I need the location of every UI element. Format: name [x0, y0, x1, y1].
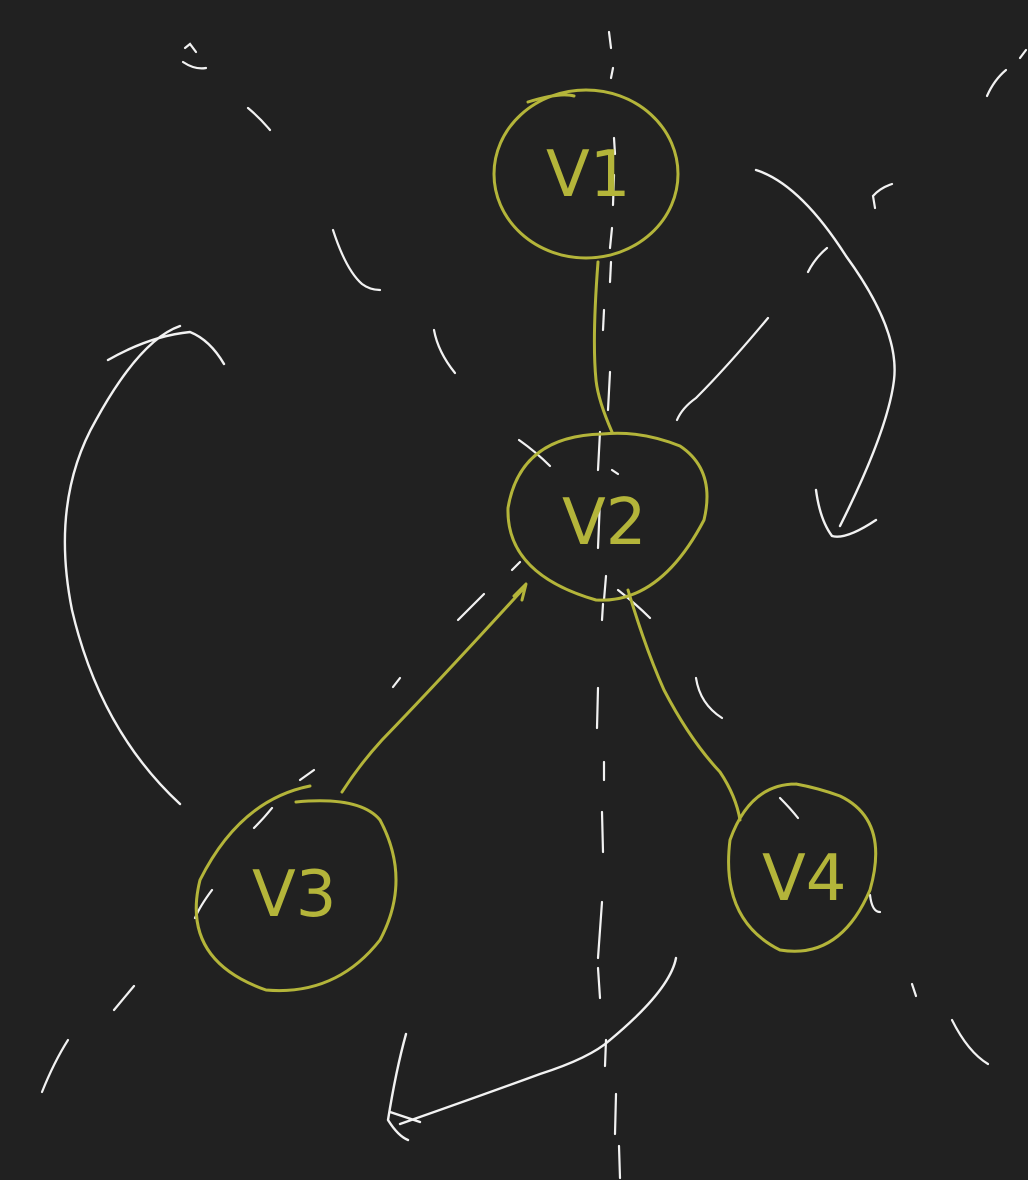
edge-v3-v2: [340, 586, 526, 794]
edge-v1-v2: [592, 260, 614, 434]
left-rotation-arrowhead: [106, 330, 226, 366]
right-rotation-arrow: [754, 168, 896, 528]
node-label-v2: V2: [562, 486, 647, 560]
graph-edges: [340, 260, 742, 822]
right-rotation-arrowhead: [814, 488, 878, 538]
node-v3: [194, 784, 398, 993]
node-label-v3: V3: [252, 858, 337, 932]
node-v1: [492, 88, 680, 260]
bottom-rotation-arrow: [398, 956, 678, 1126]
bottom-rotation-arrowhead: [386, 1032, 422, 1142]
graph-nodes: [194, 88, 878, 993]
diagonal-guide-strokes: [40, 42, 1028, 1094]
rotation-arrows: [63, 168, 896, 1142]
edge-v2-v4: [626, 588, 742, 822]
node-labels: V1 V2 V3 V4: [252, 138, 847, 932]
node-v4: [727, 782, 878, 953]
symmetry-axis: [595, 30, 622, 1180]
edge-v3-v2-arrowhead: [512, 582, 528, 602]
left-rotation-arrow: [63, 324, 182, 806]
node-label-v1: V1: [546, 138, 631, 212]
node-v2: [506, 431, 709, 602]
node-label-v4: V4: [762, 842, 847, 916]
node-v1-overstroke: [526, 93, 576, 104]
